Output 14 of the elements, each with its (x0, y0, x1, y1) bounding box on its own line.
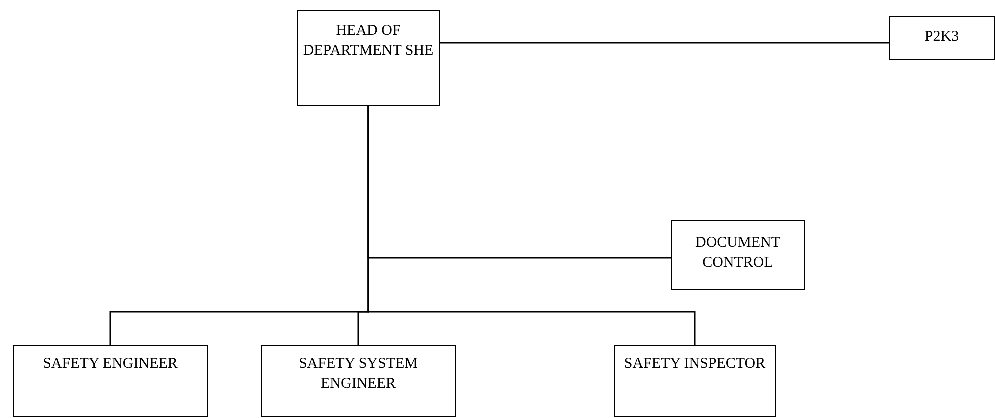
connector-line (368, 106, 696, 345)
connector-line (440, 42, 889, 44)
role-title: SAFETY SYSTEM ENGINEER (298, 355, 420, 394)
role-title: DOCUMENT CONTROL (694, 234, 782, 273)
org-box (13, 345, 208, 417)
role-title: SAFETY INSPECTOR (624, 355, 766, 374)
role-title: HEAD OF DEPARTMENT SHE (302, 22, 435, 61)
role-title: SAFETY ENGINEER (43, 355, 178, 374)
org-box (297, 10, 440, 106)
org-box (614, 345, 776, 417)
org-box (889, 16, 995, 60)
org-box (261, 345, 456, 417)
org-box (671, 220, 805, 290)
role-title: P2K3 (924, 28, 960, 47)
